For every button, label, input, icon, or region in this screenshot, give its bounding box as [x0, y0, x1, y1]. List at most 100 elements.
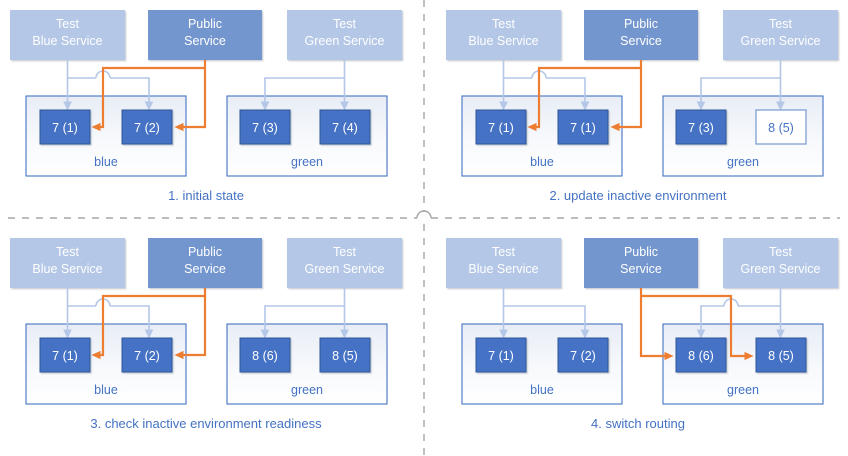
panel-2: Test Blue Service Public Service Test Gr…: [446, 10, 838, 203]
service-test-blue[interactable]: Test Blue Service: [446, 10, 561, 60]
arrow-test-green-to-inst3: [696, 77, 781, 111]
service-test-blue[interactable]: Test Blue Service: [446, 238, 561, 288]
service-public-line2: Service: [620, 262, 662, 276]
instance-label: 8 (6): [688, 349, 714, 363]
environment-blue-label: blue: [530, 155, 554, 169]
panel-1: Test Blue Service Public Service Test Gr…: [10, 10, 402, 203]
service-test-green[interactable]: Test Green Service: [287, 10, 402, 60]
instance-label: 7 (1): [570, 121, 596, 135]
arrow-test-blue-to-inst2: [503, 77, 586, 106]
instance-green-1[interactable]: 7 (3): [675, 109, 727, 145]
service-test-blue-line1: Test: [56, 245, 79, 259]
instance-label: 7 (3): [688, 121, 714, 135]
divider-jump-arc: [416, 210, 432, 219]
instance-label: 7 (1): [488, 121, 514, 135]
instance-blue-2[interactable]: 7 (1): [557, 109, 609, 145]
service-test-blue[interactable]: Test Blue Service: [10, 10, 125, 60]
panel-4: Test Blue Service Public Service Test Gr…: [446, 238, 838, 431]
service-test-blue-line2: Blue Service: [32, 262, 102, 276]
instance-label: 7 (2): [570, 349, 596, 363]
arrow-public-to-green-inst2: [641, 294, 754, 361]
service-public[interactable]: Public Service: [584, 238, 698, 288]
instance-blue-1[interactable]: 7 (1): [39, 109, 91, 145]
panel-3: Test Blue Service Public Service Test Gr…: [10, 238, 402, 431]
service-test-green-line2: Green Service: [741, 262, 821, 276]
panel-dividers: [8, 0, 840, 456]
service-test-green-line2: Green Service: [305, 262, 385, 276]
instance-label: 7 (2): [134, 121, 160, 135]
instance-blue-2[interactable]: 7 (2): [121, 109, 173, 145]
instance-label: 7 (1): [52, 121, 78, 135]
service-public-line2: Service: [184, 262, 226, 276]
environment-green-label: green: [291, 383, 323, 397]
instance-label: 8 (6): [252, 349, 278, 363]
service-public[interactable]: Public Service: [584, 10, 698, 60]
instance-blue-2[interactable]: 7 (2): [121, 337, 173, 373]
service-test-blue-line1: Test: [492, 245, 515, 259]
panel-caption: 3. check inactive environment readiness: [90, 416, 322, 431]
service-test-blue-line2: Blue Service: [468, 262, 538, 276]
service-public-line2: Service: [184, 34, 226, 48]
environment-green-label: green: [727, 155, 759, 169]
service-public-line1: Public: [188, 17, 222, 31]
instance-blue-1[interactable]: 7 (1): [39, 337, 91, 373]
instance-green-1[interactable]: 7 (3): [239, 109, 291, 145]
environment-green-label: green: [727, 383, 759, 397]
instance-blue-2[interactable]: 7 (2): [557, 337, 609, 373]
service-test-blue-line2: Blue Service: [32, 34, 102, 48]
service-test-green-line2: Green Service: [305, 34, 385, 48]
environment-green-label: green: [291, 155, 323, 169]
panel-caption: 2. update inactive environment: [549, 188, 726, 203]
instance-green-2[interactable]: 8 (5): [755, 109, 807, 145]
instance-green-2[interactable]: 8 (5): [319, 337, 371, 373]
arrow-test-blue-to-inst2: [503, 305, 590, 339]
service-test-green-line2: Green Service: [741, 34, 821, 48]
arrow-public-to-inst1: [527, 60, 643, 132]
instance-label: 7 (3): [252, 121, 278, 135]
service-test-blue[interactable]: Test Blue Service: [10, 238, 125, 288]
service-test-green[interactable]: Test Green Service: [287, 238, 402, 288]
service-test-blue-line1: Test: [56, 17, 79, 31]
panel-caption: 1. initial state: [168, 188, 244, 203]
instance-green-1[interactable]: 8 (6): [239, 337, 291, 373]
environment-blue-label: blue: [530, 383, 554, 397]
arrow-test-blue-to-inst2: [67, 305, 150, 334]
arrow-test-green-to-inst3: [260, 77, 345, 111]
service-public-line1: Public: [188, 245, 222, 259]
arrow-test-blue-to-inst2: [67, 77, 150, 106]
instance-label: 8 (5): [332, 349, 358, 363]
environment-blue-label: blue: [94, 155, 118, 169]
service-public-line1: Public: [624, 245, 658, 259]
instance-label: 7 (2): [134, 349, 160, 363]
instance-label: 8 (5): [768, 121, 794, 135]
panel-caption: 4. switch routing: [591, 416, 685, 431]
instance-label: 7 (1): [488, 349, 514, 363]
service-test-green-line1: Test: [333, 17, 356, 31]
instance-label: 7 (4): [332, 121, 358, 135]
service-test-green-line1: Test: [769, 17, 792, 31]
instance-green-2[interactable]: 7 (4): [319, 109, 371, 145]
service-public[interactable]: Public Service: [148, 238, 262, 288]
arrow-public-to-inst1: [91, 288, 207, 360]
service-test-green-line1: Test: [769, 245, 792, 259]
instance-green-1[interactable]: 8 (6): [675, 337, 727, 373]
service-public-line2: Service: [620, 34, 662, 48]
arrow-public-to-inst2: [174, 296, 207, 360]
environment-blue-label: blue: [94, 383, 118, 397]
service-test-green-line1: Test: [333, 245, 356, 259]
instance-green-2[interactable]: 8 (5): [755, 337, 807, 373]
service-test-green[interactable]: Test Green Service: [723, 10, 838, 60]
arrow-test-green-to-inst3: [701, 305, 781, 334]
service-test-blue-line1: Test: [492, 17, 515, 31]
service-public[interactable]: Public Service: [148, 10, 262, 60]
arrow-public-to-green-inst1: [639, 288, 674, 361]
service-public-line1: Public: [624, 17, 658, 31]
instance-label: 8 (5): [768, 349, 794, 363]
instance-label: 7 (1): [52, 349, 78, 363]
instance-blue-1[interactable]: 7 (1): [475, 109, 527, 145]
arrow-test-green-to-inst4: [260, 305, 345, 339]
service-test-green[interactable]: Test Green Service: [723, 238, 838, 288]
arrow-public-to-inst2: [174, 68, 207, 132]
instance-blue-1[interactable]: 7 (1): [475, 337, 527, 373]
